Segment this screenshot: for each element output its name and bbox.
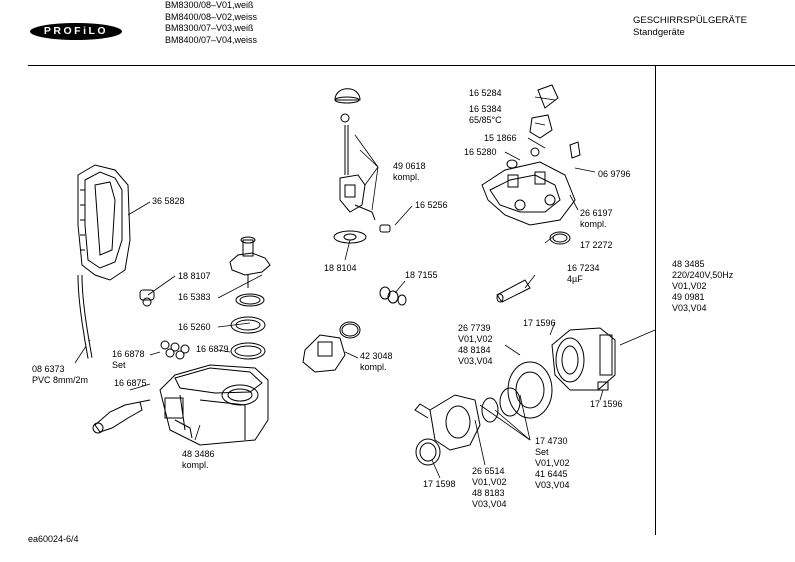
model-line: BM8300/07–V03,weiß xyxy=(165,23,254,33)
part-label: 18 8104 xyxy=(324,263,357,273)
o-ring-part xyxy=(339,321,361,339)
dome-cap-part xyxy=(334,88,361,104)
model-line: BM8300/08–V01,weiß xyxy=(165,0,254,10)
seal-ring-part xyxy=(415,438,441,466)
part-note: 65/85°C xyxy=(469,115,502,125)
part-number: 48 8183 xyxy=(472,488,505,498)
ring-parts xyxy=(230,293,266,360)
clamp-part xyxy=(549,231,571,245)
part-note: Set xyxy=(535,447,549,457)
part-label: 18 8107 xyxy=(178,271,211,281)
part-label: 36 5828 xyxy=(152,196,185,206)
part-number: 26 6197 xyxy=(580,208,613,218)
drain-pump-part xyxy=(302,334,346,373)
part-note: V03,V04 xyxy=(458,356,493,366)
part-label: 42 3048 kompl. xyxy=(360,351,393,373)
part-label: 16 6879 xyxy=(196,344,229,354)
small-clip-parts xyxy=(160,340,190,360)
part-label: 16 5383 xyxy=(178,292,211,302)
model-line: BM8400/07–V04,weiss xyxy=(165,34,258,45)
part-label: 26 6514 V01,V02 48 8183 V03,V04 xyxy=(472,466,507,510)
part-note: V03,V04 xyxy=(535,480,570,490)
part-note: V01,V02 xyxy=(472,477,507,487)
part-number: 48 8184 xyxy=(458,345,491,355)
part-note: V03,V04 xyxy=(672,303,707,313)
part-number: 48 3485 xyxy=(672,259,705,269)
part-number: 08 6373 xyxy=(32,364,65,374)
part-note: 220/240V,50Hz xyxy=(672,270,734,280)
part-note: V01,V02 xyxy=(458,334,493,344)
part-label: 16 5256 xyxy=(415,200,448,210)
part-number: 26 6514 xyxy=(472,466,505,476)
category-subtitle: Standgeräte xyxy=(633,27,685,38)
part-label: 16 6878 Set xyxy=(112,349,145,371)
column-divider xyxy=(655,65,656,535)
part-number: 41 6445 xyxy=(535,469,568,479)
model-line: BM8400/08–V02,weiss xyxy=(165,11,258,22)
leader-lines xyxy=(74,96,656,479)
part-label: 48 3486 kompl. xyxy=(182,449,215,471)
part-label: 49 0618 kompl. xyxy=(393,161,426,183)
part-label: 17 2272 xyxy=(580,240,613,250)
part-note: PVC 8mm/2m xyxy=(32,375,89,385)
valve-part xyxy=(92,399,151,434)
capacitor-part xyxy=(496,279,531,303)
part-label: 16 5260 xyxy=(178,322,211,332)
part-label: 16 5384 65/85°C xyxy=(469,104,502,126)
pump-clip-part xyxy=(597,381,609,391)
sensor-block-part xyxy=(506,84,581,169)
part-label: 17 1598 xyxy=(423,479,456,489)
part-note: kompl. xyxy=(393,172,420,182)
part-label: 17 4730 Set V01,V02 41 6445 V03,V04 xyxy=(535,436,570,491)
part-number: 16 5384 xyxy=(469,104,502,114)
part-number: 16 6878 xyxy=(112,349,145,359)
part-note: Set xyxy=(112,360,126,370)
part-label: 26 6197 kompl. xyxy=(580,208,613,230)
part-note: V01,V02 xyxy=(672,281,707,291)
part-number: 49 0618 xyxy=(393,161,426,171)
part-label: 08 6373 PVC 8mm/2m xyxy=(32,364,88,386)
header-divider xyxy=(28,65,795,66)
part-number: 48 3486 xyxy=(182,449,215,459)
part-number: 17 4730 xyxy=(535,436,568,446)
side-frame-part xyxy=(77,164,131,281)
model-list: BM8300/08–V01,weiß BM8400/08–V02,weiss B… xyxy=(165,0,257,46)
drawing-code: ea60024-6/4 xyxy=(28,534,79,544)
part-number: 49 0981 xyxy=(672,292,705,302)
category-header: GESCHIRRSPÜLGERÄTE Standgeräte xyxy=(633,15,747,39)
level-switch-part xyxy=(333,113,391,244)
part-number: 16 7234 xyxy=(567,263,600,273)
part-note: V01,V02 xyxy=(535,458,570,468)
part-note: V03,V04 xyxy=(472,499,507,509)
heater-block-part xyxy=(481,161,576,226)
clip-part xyxy=(139,289,155,307)
hose-part xyxy=(77,274,93,359)
fitting-parts xyxy=(379,286,407,306)
category-title: GESCHIRRSPÜLGERÄTE xyxy=(633,15,748,26)
circulation-pump-part xyxy=(551,327,616,391)
part-label: 16 5284 xyxy=(469,88,502,98)
part-label: 48 3485 220/240V,50Hz V01,V02 49 0981 V0… xyxy=(672,259,733,314)
part-label: 18 7155 xyxy=(405,270,438,280)
part-note: 4µF xyxy=(567,274,583,284)
part-number: 42 3048 xyxy=(360,351,393,361)
part-note: kompl. xyxy=(182,460,209,470)
part-label: 26 7739 V01,V02 48 8184 V03,V04 xyxy=(458,323,493,367)
part-note: kompl. xyxy=(360,362,387,372)
part-label: 16 6875 xyxy=(114,378,147,388)
brand-logo: PROFiLO xyxy=(30,23,122,40)
pump-housing-part xyxy=(414,394,481,451)
part-number: 26 7739 xyxy=(458,323,491,333)
sump-housing-part xyxy=(159,364,269,446)
part-label: 17 1596 xyxy=(590,399,623,409)
part-label: 16 7234 4µF xyxy=(567,263,600,285)
part-note: kompl. xyxy=(580,219,607,229)
knob-part xyxy=(229,236,271,288)
impeller-part xyxy=(481,361,553,423)
part-label: 17 1596 xyxy=(523,318,556,328)
part-label: 16 5280 xyxy=(464,147,497,157)
part-label: 15 1866 xyxy=(484,133,517,143)
part-label: 06 9796 xyxy=(598,169,631,179)
